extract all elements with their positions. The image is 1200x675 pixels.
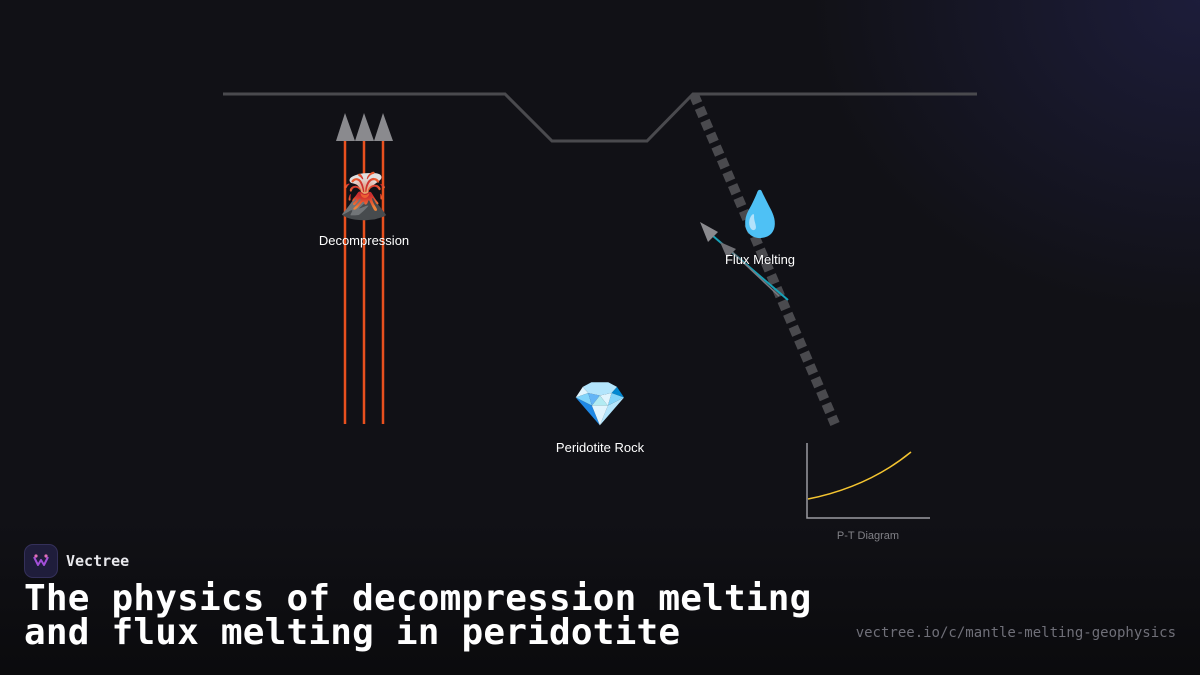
pt-curve	[807, 451, 912, 500]
subducting-slab	[689, 93, 840, 426]
peridotite-label: Peridotite Rock	[555, 440, 645, 455]
magma-arrow-head	[355, 113, 374, 141]
magma-arrow-head	[374, 113, 393, 141]
pt-axes	[806, 443, 930, 519]
gem-icon: 💎	[572, 380, 628, 429]
vectree-logo-icon	[24, 544, 58, 578]
pt-diagram-label: P-T Diagram	[836, 530, 900, 542]
source-url: vectree.io/c/mantle-melting-geophysics	[855, 625, 1176, 641]
magma-arrow-head	[336, 113, 355, 141]
flux-melting-label: Flux Melting	[724, 252, 796, 267]
water-drop-icon: 💧	[732, 190, 788, 239]
magma-arrows	[336, 113, 393, 424]
brand-name: Vectree	[66, 552, 130, 570]
fluid-arrow-head	[700, 222, 718, 242]
fluid-arrow-shaft-gray	[729, 249, 780, 297]
volcano-icon: 🌋	[336, 172, 392, 221]
title-line-1: The physics of decompression melting	[24, 578, 812, 619]
pt-diagram	[806, 443, 930, 519]
page-title: The physics of decompression melting and…	[24, 578, 812, 653]
fluid-arrow-head-small	[720, 242, 736, 258]
brand: Vectree	[24, 544, 129, 578]
title-line-2: and flux melting in peridotite	[24, 612, 681, 653]
fluid-arrow	[700, 222, 789, 301]
crust-surface-line	[223, 92, 977, 143]
decompression-label: Decompression	[318, 233, 410, 248]
